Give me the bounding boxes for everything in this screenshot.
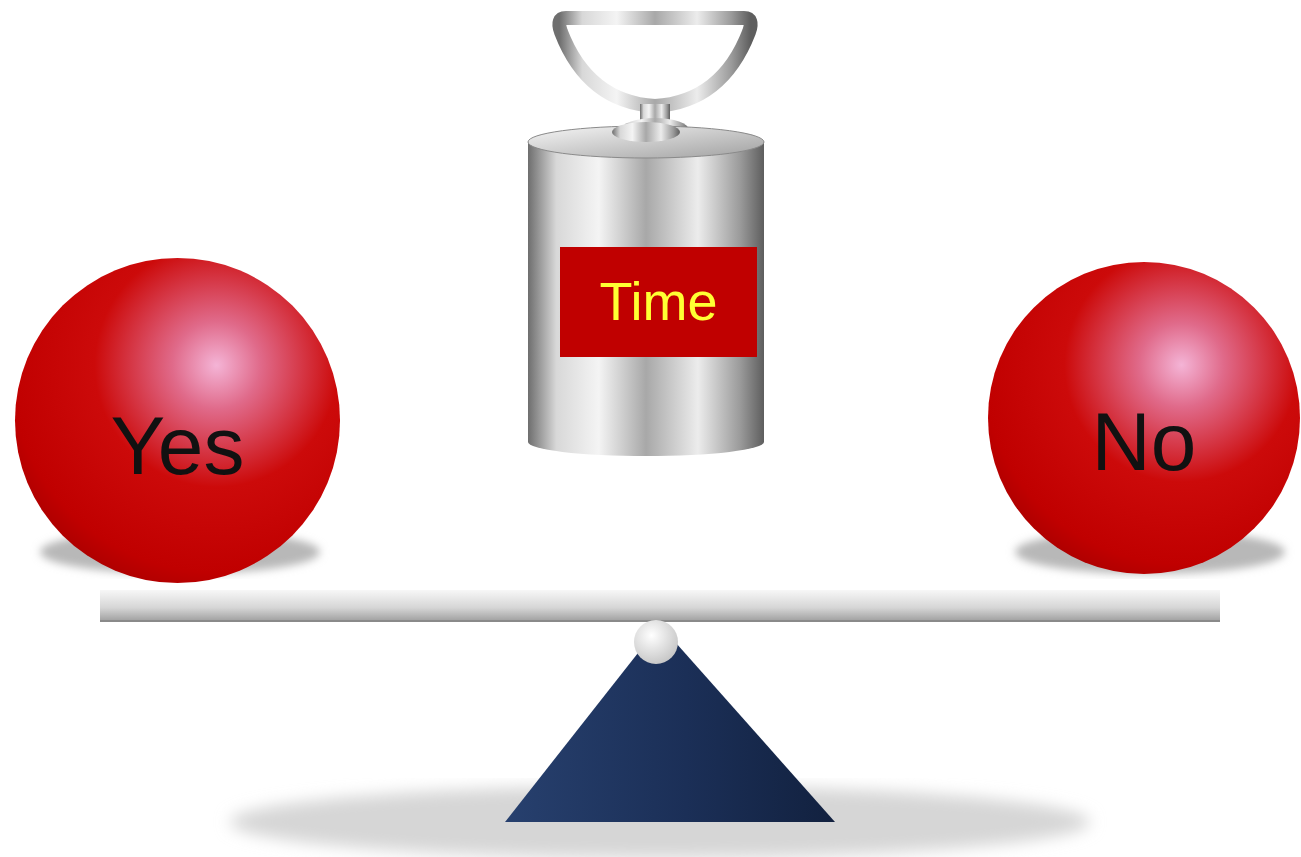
cylinder-bottom [528,428,764,456]
weight-knob [612,122,680,142]
weight-label: Time [560,247,757,357]
weight-label-plate [560,247,757,357]
weight-box: Time [528,122,764,462]
answer-sphere: No [988,262,1300,574]
cylinder-body [528,142,764,442]
node-label: Yes [15,284,340,609]
balance-beam [100,590,1220,622]
weight-handle [559,18,750,106]
answer-sphere: Yes [15,258,340,583]
node-label: No [988,286,1300,598]
pivot-ball [634,620,678,664]
